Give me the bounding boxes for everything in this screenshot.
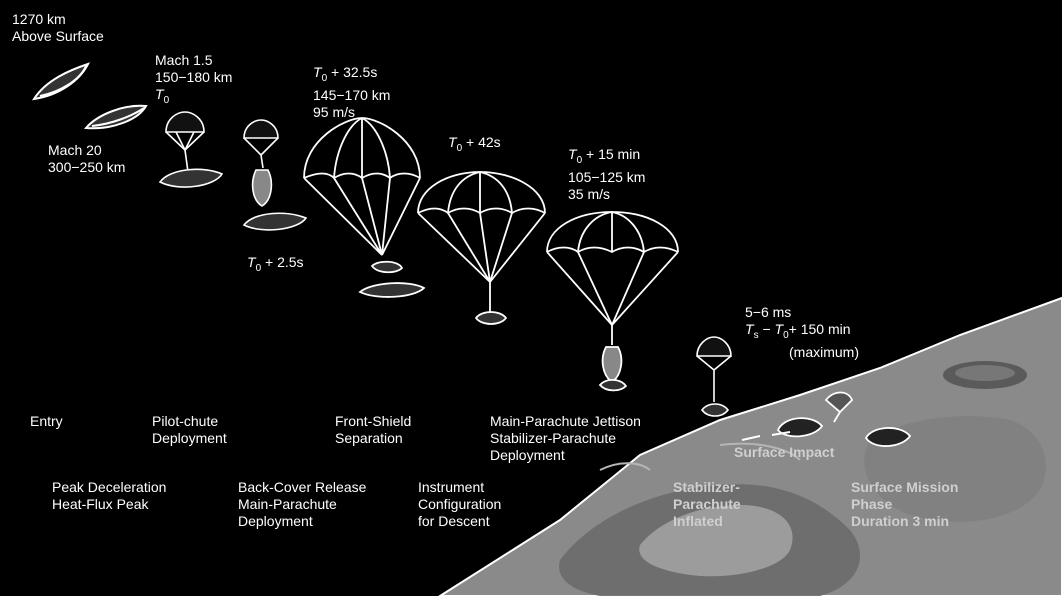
label-surface-impact: Surface Impact <box>734 444 835 460</box>
back-cover-release-stage <box>242 119 308 231</box>
label-instrument: Instrument Configuration for Descent <box>418 479 502 529</box>
mach15-line2: 150−180 km <box>155 69 233 85</box>
label-t0-32-5s: T0 + 32.5s 145−170 km 95 m/s <box>313 64 391 120</box>
label-main-jettison: Main-Parachute Jettison Stabilizer-Parac… <box>490 413 641 463</box>
label-mach15: Mach 1.5 150−180 km T0 <box>155 52 232 109</box>
main-parachute-2 <box>417 171 546 325</box>
label-pilot-chute: Pilot-chute Deployment <box>152 413 227 446</box>
label-mach20: Mach 20 300−250 km <box>48 142 125 176</box>
label-impact-timing: 5−6 ms Ts − T0+ 150 min (maximum) <box>745 304 859 360</box>
label-peak-decel: Peak Deceleration Heat-Flux Peak <box>52 479 167 512</box>
label-entry-altitude: 1270 km Above Surface <box>12 11 104 45</box>
label-t0-2-5s: T0 + 2.5s <box>247 254 304 274</box>
main-parachute-3 <box>546 211 679 392</box>
surface-track <box>741 431 791 441</box>
main-parachute-1 <box>303 117 426 298</box>
label-t0-15min: T0 + 15 min 105−125 km 35 m/s <box>568 146 646 202</box>
planet-surface <box>438 296 1062 596</box>
probe-entry-2 <box>83 104 148 130</box>
entry-altitude-line1: 1270 km <box>12 11 66 27</box>
label-t0-42s: T0 + 42s <box>448 134 501 154</box>
mach20-line2: 300−250 km <box>48 159 126 175</box>
probe-entry-1 <box>31 62 90 101</box>
pilot-chute-stage <box>158 111 224 188</box>
mach15-line1: Mach 1.5 <box>155 52 213 68</box>
probe-surface-impact <box>776 391 912 447</box>
label-entry: Entry <box>30 413 63 429</box>
entry-altitude-line2: Above Surface <box>12 28 104 44</box>
t0-marker: T0 <box>155 86 170 106</box>
stabilizer-parachute <box>696 336 732 417</box>
label-stabilizer: Stabilizer- Parachute Inflated <box>673 479 741 529</box>
label-back-cover: Back-Cover Release Main-Parachute Deploy… <box>238 479 367 529</box>
label-surface-mission: Surface Mission Phase Duration 3 min <box>851 479 959 529</box>
mach20-line1: Mach 20 <box>48 142 102 158</box>
label-front-shield: Front-Shield Separation <box>335 413 412 446</box>
